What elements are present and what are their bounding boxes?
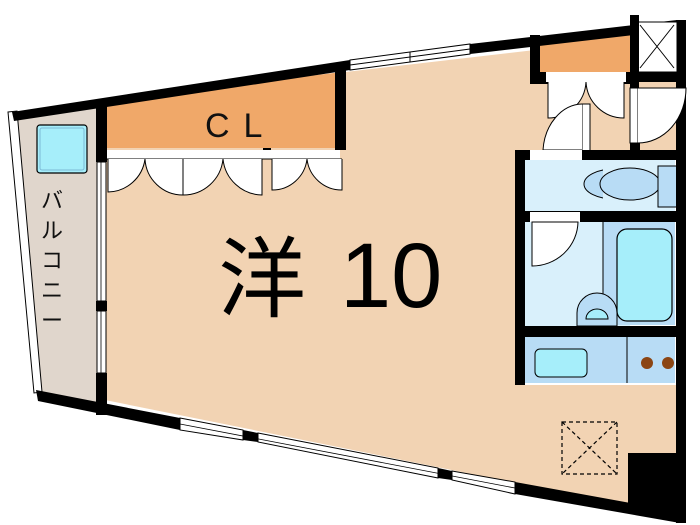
- balcony-label-char: ニ: [41, 279, 63, 304]
- sliding-window: [96, 310, 107, 374]
- stove-burner-icon: [641, 357, 653, 369]
- balcony-label-char: ル: [41, 219, 63, 244]
- toilet-door: [542, 103, 583, 151]
- wall: [470, 20, 677, 54]
- wall: [335, 66, 346, 150]
- closet-label: CL: [205, 107, 276, 145]
- entrance-door-frame: [629, 87, 639, 144]
- closet-door: [144, 158, 184, 196]
- toilet-bowl-icon: [599, 167, 661, 201]
- closet-door: [182, 158, 224, 196]
- bathtub-icon: [616, 228, 673, 322]
- wall: [515, 337, 523, 385]
- balcony-label-char: ー: [41, 309, 63, 334]
- wall: [36, 390, 180, 430]
- closet-door: [271, 158, 308, 191]
- bathroom-door: [531, 221, 579, 267]
- wall: [515, 150, 680, 160]
- sliding-window: [179, 417, 244, 441]
- room-type-label: 洋: [218, 228, 306, 331]
- wall: [96, 100, 107, 162]
- closet-door-track: [107, 150, 340, 159]
- closet-door: [306, 158, 343, 191]
- storage-door: [585, 81, 625, 119]
- ceiling-hatch-icon: [561, 421, 618, 475]
- sliding-window: [96, 161, 107, 302]
- sliding-window: [451, 470, 516, 495]
- stove-burner-icon: [662, 357, 674, 369]
- wall: [515, 482, 680, 523]
- closet-door: [222, 158, 263, 196]
- storage-door-track: [546, 72, 626, 82]
- sink-icon: [534, 348, 588, 378]
- wall: [96, 301, 107, 311]
- balcony-label-char: コ: [41, 249, 63, 274]
- wall: [630, 143, 640, 155]
- balcony-label-char: バ: [41, 189, 63, 214]
- wall: [438, 468, 452, 480]
- wall: [96, 373, 107, 415]
- wall: [515, 326, 680, 337]
- closet-area: [107, 72, 342, 148]
- closet-door: [107, 158, 146, 193]
- bath-door-opening: [530, 212, 580, 222]
- wall: [515, 150, 525, 385]
- entrance-door: [637, 87, 687, 144]
- washbasin-bowl-icon: [585, 308, 609, 320]
- toilet-tank-icon: [657, 165, 680, 208]
- wall: [630, 15, 639, 90]
- balcony-label: バルコニー: [41, 189, 63, 334]
- wall: [530, 35, 540, 83]
- wall: [630, 72, 680, 82]
- toilet-door-opening: [530, 150, 582, 160]
- room-size-label: 10: [340, 225, 442, 327]
- wall: [515, 211, 680, 222]
- wall: [243, 430, 258, 442]
- wall: [676, 20, 686, 523]
- partition: [581, 103, 591, 155]
- structural-column: [628, 453, 680, 520]
- ac-outdoor-unit-icon: [36, 124, 88, 174]
